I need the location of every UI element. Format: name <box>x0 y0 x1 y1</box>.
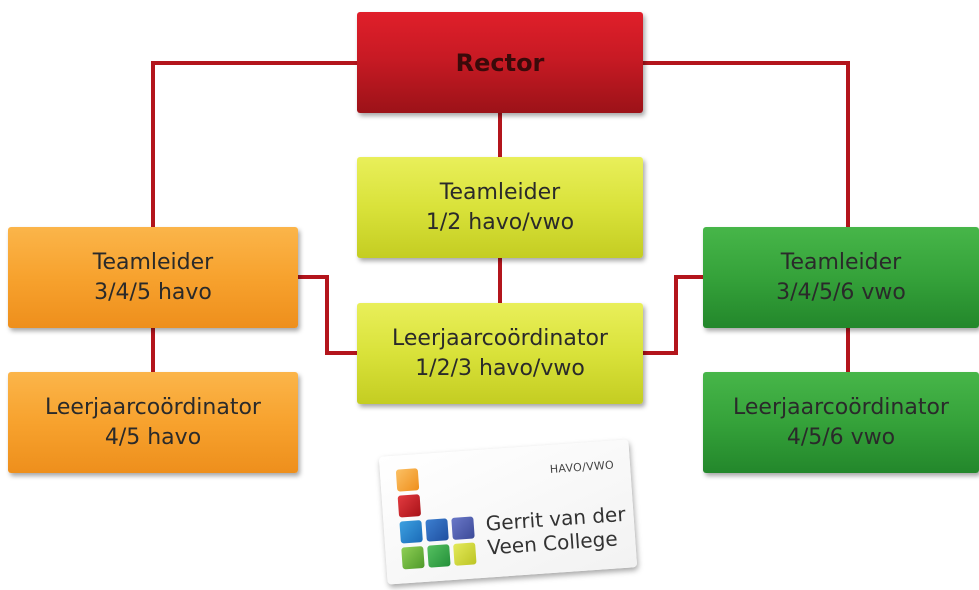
rector-box: Rector <box>357 12 643 113</box>
leerjaarcoordinator-1-2-3-havo-vwo-box: Leerjaarcoördinator 1/2/3 havo/vwo <box>357 303 643 404</box>
box-subtitle: 4/5 havo <box>104 424 202 450</box>
school-logo-card: HAVO/VWO Gerrit van der Veen College <box>378 439 638 585</box>
logo-tile-blue-1 <box>399 520 423 544</box>
box-title: Teamleider <box>780 249 902 275</box>
box-subtitle: 1/2 havo/vwo <box>425 209 575 235</box>
box-subtitle: 3/4/5/6 vwo <box>776 279 906 305</box>
box-title: Teamleider <box>92 249 214 275</box>
box-subtitle: 4/5/6 vwo <box>786 424 896 450</box>
box-subtitle: 3/4/5 havo <box>94 279 212 305</box>
logo-tile-orange <box>395 468 420 492</box>
logo-tile-yellow <box>453 542 477 566</box>
logo-tile-green-2 <box>427 544 451 568</box>
connector-left-tl-center-lc <box>298 275 357 355</box>
box-title: Leerjaarcoördinator <box>733 394 949 420</box>
box-title: Leerjaarcoördinator <box>392 325 608 351</box>
connector-rector-right <box>643 61 850 227</box>
leerjaarcoordinator-4-5-6-vwo-box: Leerjaarcoördinator 4/5/6 vwo <box>703 372 979 473</box>
box-title: Leerjaarcoördinator <box>45 394 261 420</box>
teamleider-1-2-havo-vwo-box: Teamleider 1/2 havo/vwo <box>357 157 643 258</box>
logo-school-name: Gerrit van der Veen College <box>485 502 628 560</box>
leerjaarcoordinator-4-5-havo-box: Leerjaarcoördinator 4/5 havo <box>8 372 298 473</box>
logo-tile-blue-2 <box>425 518 449 542</box>
connector-right-tl-center-lc <box>643 275 703 355</box>
logo-tile-blue-3 <box>451 516 475 540</box>
box-title: Teamleider <box>439 179 561 205</box>
rector-label: Rector <box>455 48 545 77</box>
connector-rector-left <box>151 61 357 227</box>
logo-tile-red <box>397 494 422 518</box>
teamleider-3-4-5-6-vwo-box: Teamleider 3/4/5/6 vwo <box>703 227 979 328</box>
logo-subtitle: HAVO/VWO <box>549 458 615 476</box>
teamleider-3-4-5-havo-box: Teamleider 3/4/5 havo <box>8 227 298 328</box>
logo-tile-green-1 <box>401 546 425 570</box>
box-subtitle: 1/2/3 havo/vwo <box>415 355 585 381</box>
